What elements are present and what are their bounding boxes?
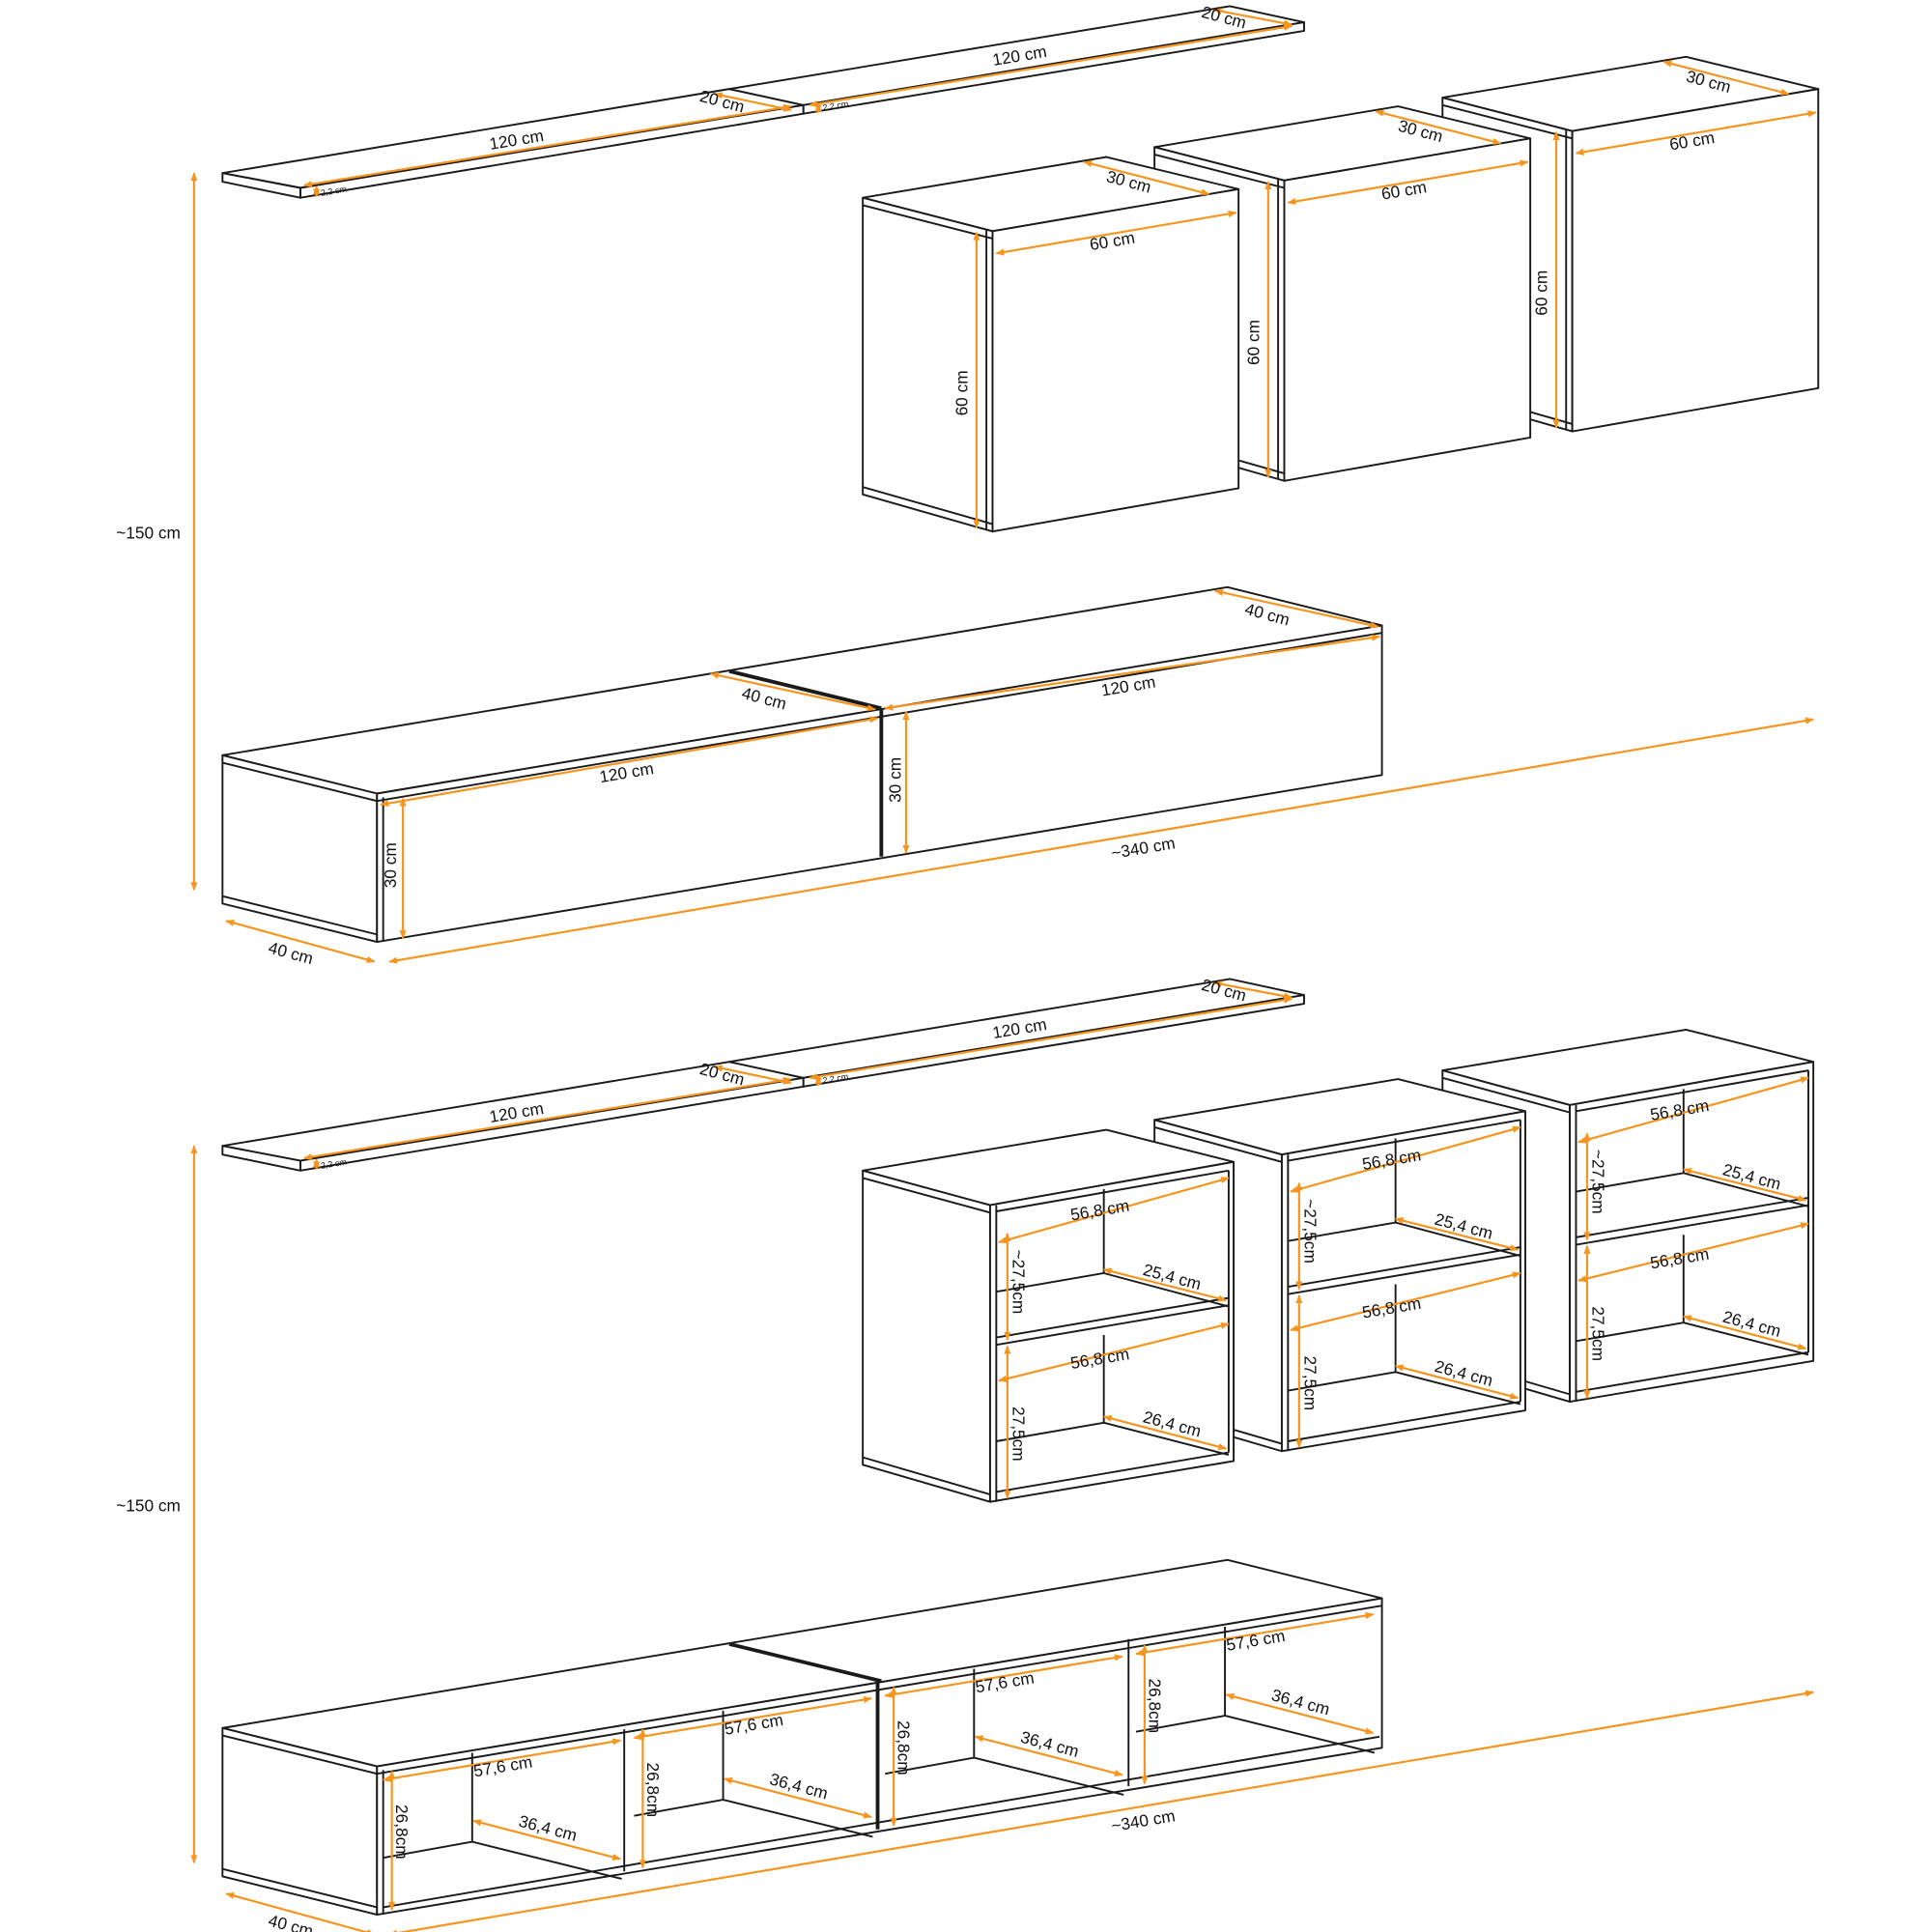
cabinet-width-dimension [1575,110,1817,156]
shelf-back-edge [1288,1221,1396,1242]
top-depth-dimension [1394,1217,1520,1252]
edge-line [862,1456,991,1495]
cabinet-width-dimension [1287,159,1529,206]
total-width-dimension [388,1690,1815,1932]
shelf-length-dimension [809,996,1293,1081]
edge-line [1576,1350,1809,1393]
side-depth-label: 40 cm [267,938,316,968]
cabinet-door-face [1283,137,1532,482]
side-depth-dimension [225,1892,376,1932]
bottom-width-dimension [1290,1271,1521,1332]
shelf-back-edge [1576,1172,1684,1193]
compartment-width-dimension [1135,1611,1375,1657]
shelf-depth-dimension [1212,8,1293,27]
top-height-label: ~27,5cm [1009,1250,1029,1315]
floor-back-edge [996,1421,1104,1442]
bottom-depth-dimension [1102,1414,1228,1451]
unit-height-label: 30 cm [885,757,904,803]
unit-divider-top [728,1641,882,1684]
shelf-end-face [221,172,301,199]
cabinet-height-label: 60 cm [952,370,971,415]
cabinet-height-label: 60 cm [1243,320,1263,365]
side-edge-line [222,1734,378,1776]
unit-depth-dimension [1213,588,1379,629]
total-width-dimension [388,717,1815,964]
compartment-height-label: 26,8cm [1145,1679,1164,1734]
cabinet-height-label: 60 cm [1531,270,1550,316]
unit-height-label: 30 cm [381,842,400,888]
shelf-depth-dimension [713,92,792,112]
total-height-label: ~150 cm [116,1495,181,1515]
edge-line [862,486,993,526]
compartment-width-dimension [884,1654,1123,1698]
shelf-back-edge [996,1272,1104,1293]
unit-depth-dimension [709,671,876,712]
side-edge-line [222,761,378,803]
total-height-dimension: ~150 cm [116,1145,198,1864]
floor-back-edge [1576,1321,1684,1343]
shelf-length-dimension [302,103,792,188]
bottom-width-dimension [1577,1222,1809,1283]
top-depth-dimension [1102,1267,1228,1302]
bottom-height-label: 27,5cm [1009,1406,1029,1462]
cabinet-depth-dimension [1375,109,1502,145]
cabinet-door-face [1571,88,1820,433]
shelf-thickness-label: 2,2 cm [320,185,347,198]
top-height-label: ~27,5cm [1301,1199,1321,1264]
cabinet-door-face [991,187,1240,533]
compartment-height-label: 26,8cm [392,1804,412,1860]
bottom-height-label: 27,5cm [1589,1306,1608,1361]
bottom-depth-dimension [1394,1364,1520,1400]
total-height-dimension: ~150 cm [116,172,198,892]
edge-line [1288,1401,1521,1442]
top-width-dimension [1290,1125,1521,1193]
shelf-length-dimension [809,23,1293,107]
shelf-thickness-label: 2,2 cm [320,1157,347,1171]
cabinet-depth-dimension [1083,160,1210,196]
bottom-width-dimension [998,1321,1230,1382]
side-depth-dimension [225,919,376,963]
edge-line [862,1177,991,1214]
side-depth-label: 40 cm [267,1911,316,1932]
compartment-height-label: 26,8cm [643,1763,663,1818]
edge-line [1153,1126,1283,1163]
bottom-depth-dimension [1682,1315,1807,1350]
edge-line [1442,1076,1571,1114]
top-width-dimension [998,1177,1230,1244]
top-width-dimension [1577,1076,1809,1144]
shelf-depth-dimension [713,1065,792,1085]
edge-line [996,1451,1230,1493]
bottom-height-label: 27,5cm [1301,1356,1321,1411]
compartment-height-label: 26,8cm [895,1720,914,1776]
cabinet-width-dimension [995,210,1237,256]
unit-width-dimension [884,634,1380,711]
shelf-length-dimension [302,1076,792,1161]
shelf-thickness-label: 2,2 cm [822,99,849,112]
floor-back-edge [1288,1371,1396,1392]
top-height-label: ~27,5cm [1589,1150,1608,1214]
top-depth-dimension [1682,1167,1807,1202]
cabinet-depth-dimension [1662,60,1790,96]
shelf-depth-dimension [1212,980,1293,1000]
cabinet-side-face [862,196,994,533]
edge-line [862,204,993,240]
cabinet-side-face [862,1169,991,1503]
shelf-end-face [221,1145,301,1172]
total-height-label: ~150 cm [116,523,181,542]
shelf-thickness-label: 2,2 cm [822,1071,849,1085]
edge-line [1153,154,1285,189]
